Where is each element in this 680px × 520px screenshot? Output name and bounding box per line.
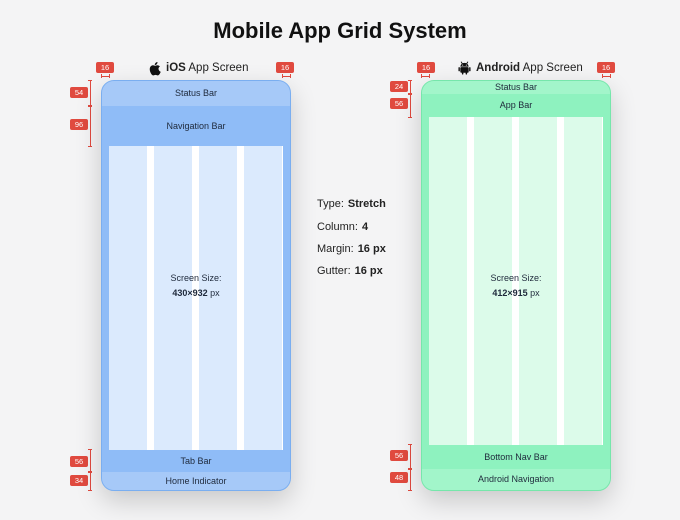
- ios-tab-bar-height-badge: 56: [70, 456, 88, 467]
- ios-navigation-bar: Navigation Bar: [102, 106, 290, 146]
- grid-column: [199, 146, 237, 450]
- grid-column: [519, 117, 557, 445]
- ios-margin-left-badge: 16: [96, 62, 114, 73]
- android-navigation-height-badge: 48: [390, 472, 408, 483]
- ios-screen-size: Screen Size: 430×932 px: [109, 271, 283, 301]
- android-bottom-nav-height-badge: 56: [390, 450, 408, 461]
- ios-screen-label: iOS App Screen: [148, 60, 248, 76]
- android-margin-right-badge: 16: [597, 62, 615, 73]
- android-margin-left-marker: [421, 74, 430, 78]
- android-app-bar: App Bar: [422, 94, 610, 117]
- ios-tab-bar: Tab Bar: [102, 450, 290, 472]
- apple-logo-icon: [149, 61, 161, 75]
- spec-margin: Margin:16 px: [317, 243, 386, 255]
- spec-gutter-label: Gutter:: [317, 265, 351, 277]
- android-navigation-height-marker: [408, 468, 412, 491]
- spec-column: Column:4: [317, 221, 368, 233]
- android-screen-size: Screen Size: 412×915 px: [429, 271, 603, 301]
- ios-content-area: Screen Size: 430×932 px: [109, 146, 283, 450]
- ios-home-indicator-height-marker: [88, 471, 92, 491]
- android-margin-left-badge: 16: [417, 62, 435, 73]
- ios-status-bar-height-badge: 54: [70, 87, 88, 98]
- android-navigation-bar: Android Navigation: [422, 469, 610, 490]
- android-status-bar: Status Bar: [422, 81, 610, 94]
- android-screen-size-label: Screen Size:: [490, 273, 542, 283]
- spec-gutter-value: 16 px: [354, 265, 383, 277]
- grid-column: [244, 146, 282, 450]
- spec-type-value: Stretch: [347, 198, 386, 210]
- ios-status-bar: Status Bar: [102, 81, 290, 106]
- spec-margin-label: Margin:: [317, 243, 354, 255]
- android-bottom-nav-bar: Bottom Nav Bar: [422, 445, 610, 469]
- spec-type: Type:Stretch: [317, 198, 386, 210]
- spec-column-value: 4: [361, 221, 369, 233]
- spec-column-label: Column:: [317, 221, 358, 233]
- android-screen-size-unit: px: [530, 288, 540, 298]
- android-margin-right-marker: [602, 74, 611, 78]
- android-app-bar-height-badge: 56: [390, 98, 408, 109]
- ios-tab-bar-height-marker: [88, 449, 92, 473]
- android-screen-label: Android App Screen: [458, 60, 583, 76]
- ios-margin-right-badge: 16: [276, 62, 294, 73]
- ios-label-suffix: App Screen: [188, 62, 249, 74]
- android-robot-icon: [458, 61, 471, 75]
- ios-platform-name: iOS: [166, 62, 186, 74]
- grid-column: [564, 117, 602, 445]
- spec-gutter: Gutter:16 px: [317, 265, 383, 277]
- android-platform-name: Android: [476, 62, 521, 74]
- grid-column: [429, 117, 467, 445]
- grid-column: [474, 117, 512, 445]
- ios-screen-size-value: 430×932: [172, 288, 208, 298]
- spec-margin-value: 16 px: [357, 243, 386, 255]
- android-phone-screen: Status Bar App Bar Screen Size: 412×915 …: [421, 80, 611, 491]
- page-title: Mobile App Grid System: [213, 18, 467, 43]
- ios-margin-right-marker: [282, 74, 291, 78]
- android-label-suffix: App Screen: [522, 62, 583, 74]
- ios-navigation-bar-height-badge: 96: [70, 119, 88, 130]
- spec-type-label: Type:: [317, 198, 344, 210]
- android-content-area: Screen Size: 412×915 px: [429, 117, 603, 445]
- ios-home-indicator: Home Indicator: [102, 472, 290, 490]
- ios-screen-size-label: Screen Size:: [170, 273, 222, 283]
- android-screen-size-value: 412×915: [492, 288, 528, 298]
- android-status-bar-height-badge: 24: [390, 81, 408, 92]
- ios-margin-left-marker: [101, 74, 110, 78]
- ios-home-indicator-height-badge: 34: [70, 475, 88, 486]
- ios-phone-screen: Status Bar Navigation Bar Screen Size: 4…: [101, 80, 291, 491]
- android-app-bar-height-marker: [408, 93, 412, 118]
- ios-navigation-bar-height-marker: [88, 105, 92, 147]
- ios-status-bar-height-marker: [88, 80, 92, 107]
- ios-screen-size-unit: px: [210, 288, 220, 298]
- grid-column: [154, 146, 192, 450]
- grid-column: [109, 146, 147, 450]
- android-bottom-nav-height-marker: [408, 444, 412, 470]
